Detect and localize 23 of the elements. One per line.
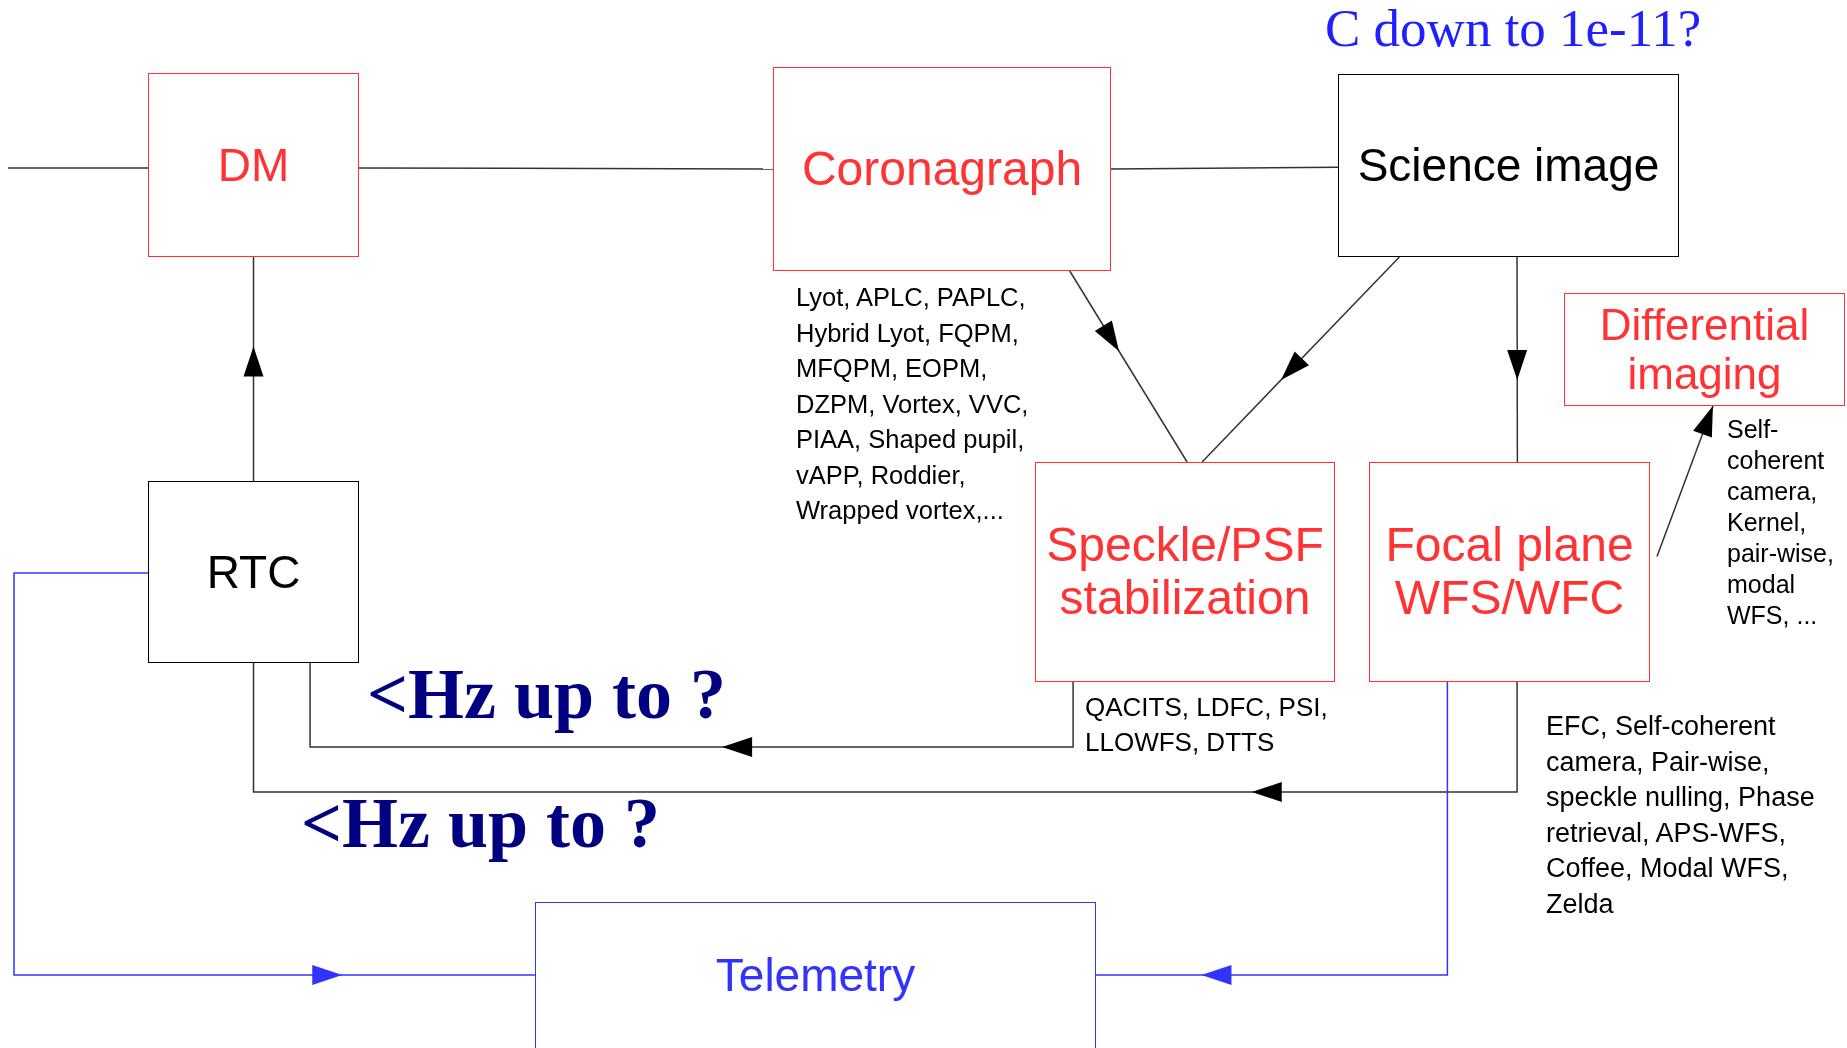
telemetry-box <box>535 902 1096 1048</box>
method-list: QACITS, LDFC, PSI, LLOWFS, DTTS <box>1085 690 1365 760</box>
node-label: Speckle/PSF stabilization <box>1045 519 1325 625</box>
process-box <box>148 481 359 663</box>
process-box <box>1369 462 1650 682</box>
node-label: Science image <box>1357 140 1660 191</box>
process-box <box>1338 74 1679 257</box>
node-label: DM <box>217 139 290 191</box>
node-label: Differential imaging <box>1598 301 1811 398</box>
process-box <box>148 73 359 257</box>
node-label: Telemetry <box>715 950 916 1001</box>
method-list: Lyot, APLC, PAPLC, Hybrid Lyot, FQPM, MFQPM, EOPM, DZPM, Vortex, VVC, PIAA, Shaped pupil, vAPP, Roddier, Wrapped vortex,... <box>796 280 1034 529</box>
process-box <box>1035 462 1335 682</box>
node-label: Coronagraph <box>801 142 1083 196</box>
process-box <box>1564 293 1845 406</box>
rate-annotation: <Hz up to ? <box>367 653 727 736</box>
method-list: EFC, Self-coherent camera, Pair-wise, speckle nulling, Phase retrieval, APS-WFS, Coffee, Modal WFS, Zelda <box>1546 709 1836 922</box>
node-label: RTC <box>206 546 301 598</box>
method-list: Self-coherent camera, Kernel, pair-wise, modal WFS, ... <box>1727 414 1847 631</box>
node-label: Focal plane WFS/WFC <box>1384 519 1635 625</box>
annotation-text: C down to 1e-11? <box>1325 0 1702 58</box>
process-box <box>773 67 1111 271</box>
rate-annotation: <Hz up to ? <box>301 782 661 865</box>
